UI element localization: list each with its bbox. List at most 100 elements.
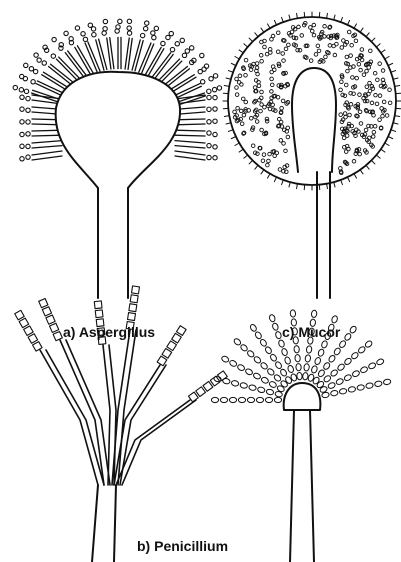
aspergillus-phialide — [32, 141, 62, 143]
radial-conidiophore-drawing — [211, 310, 391, 562]
mucor-spore — [244, 73, 248, 77]
penicillium-conidium — [19, 318, 29, 328]
aspergillus-conidium — [217, 86, 221, 90]
radial-spore — [266, 389, 274, 396]
mucor-spore — [351, 76, 355, 80]
caption-mucor: c) Mucor — [282, 324, 340, 340]
radial-spore — [330, 369, 339, 378]
penicillium-branch — [46, 350, 104, 485]
aspergillus-conidium — [175, 42, 179, 46]
penicillium-conidium — [129, 304, 137, 312]
mucor-spore — [374, 93, 378, 97]
mucor-edge-spine — [360, 28, 363, 32]
mucor-spore — [268, 152, 272, 156]
mucor-spore — [297, 25, 301, 29]
mucor-spore — [265, 52, 269, 56]
aspergillus-conidium — [20, 132, 24, 136]
mucor-columella — [292, 68, 336, 172]
aspergillus-phialide — [175, 135, 205, 136]
mucor-spore — [368, 81, 372, 85]
mucor-spore — [251, 144, 255, 148]
radial-spore — [266, 368, 275, 377]
radial-spore — [350, 351, 359, 360]
mucor-edge-spine — [239, 50, 243, 53]
mucor-spore — [354, 39, 358, 43]
aspergillus-conidium — [161, 41, 165, 45]
radial-spore — [317, 348, 325, 357]
mucor-edge-spine — [381, 50, 385, 53]
mucor-edge-spine — [371, 160, 375, 164]
radial-spore — [321, 340, 329, 349]
mucor-spore — [298, 48, 302, 52]
radial-spore — [357, 384, 365, 391]
mucor-spore — [349, 54, 353, 58]
aspergillus-conidium — [31, 80, 35, 84]
mucor-spore — [281, 99, 285, 103]
radial-spore — [383, 379, 391, 386]
mucor-edge-spine — [239, 149, 243, 152]
aspergillus-conidium — [24, 89, 28, 93]
mucor-spore — [373, 124, 377, 128]
aspergillus-phialide — [175, 156, 205, 160]
radial-spore — [344, 357, 353, 366]
radial-spore — [365, 382, 373, 389]
mucor-edge-spine — [391, 71, 396, 73]
penicillium-branch — [40, 350, 98, 485]
mucor-spore — [237, 81, 241, 85]
mucor-spore — [276, 31, 280, 35]
aspergillus-conidium — [185, 49, 189, 53]
penicillium-conidium — [167, 341, 177, 351]
radial-spore — [253, 372, 262, 380]
mucor-edge-spine — [381, 149, 385, 152]
radial-spore — [281, 348, 288, 357]
penicillium-conidium — [176, 326, 186, 336]
mucor-spore — [368, 49, 372, 53]
aspergillus-conidium — [207, 131, 211, 135]
mucor-edge-spine — [261, 28, 264, 32]
mucor-edge-spine — [354, 24, 357, 28]
radial-spore — [257, 386, 265, 393]
penicillium-conidium — [53, 331, 62, 340]
mucor-spore — [270, 83, 274, 87]
mucor-edge-spine — [228, 71, 233, 73]
mucor-spore — [240, 83, 244, 87]
radial-spore — [374, 380, 382, 387]
radial-spore — [229, 359, 238, 367]
mucor-edge-spine — [391, 130, 396, 132]
radial-spore — [273, 374, 282, 383]
radial-spore — [275, 331, 282, 340]
mucor-spore — [273, 154, 277, 158]
mucor-spore — [281, 52, 285, 56]
mucor-drawing — [223, 12, 401, 298]
aspergillus-phialide — [175, 124, 205, 125]
radial-spore — [322, 362, 330, 371]
mucor-spore — [309, 26, 313, 30]
mucor-edge-spine — [334, 15, 335, 20]
mucor-spore — [378, 118, 382, 122]
aspergillus-conidium — [209, 77, 213, 81]
radial-spore — [229, 397, 236, 402]
mucor-spore — [358, 152, 362, 156]
radial-spore — [294, 345, 300, 353]
mucor-spore — [364, 128, 368, 132]
mucor-spore — [259, 53, 263, 57]
aspergillus-conidium — [154, 26, 158, 30]
radial-spore — [287, 365, 294, 374]
mucor-edge-spine — [376, 44, 380, 47]
caption-aspergillus: a) Aspergillus — [63, 324, 155, 340]
penicillium-conidium — [39, 298, 48, 307]
aspergillus-conidium — [127, 31, 131, 35]
mucor-spore — [340, 80, 344, 84]
mucor-spore — [371, 135, 375, 139]
mucor-spore — [344, 150, 348, 154]
radial-spore — [339, 388, 347, 395]
aspergillus-conidium — [26, 96, 30, 100]
aspergillus-conidium — [207, 107, 211, 111]
aspergillus-conidium — [200, 80, 204, 84]
mucor-edge-spine — [366, 165, 369, 169]
mucor-spore — [260, 59, 264, 63]
mucor-spore — [358, 110, 362, 114]
mucor-spore — [300, 34, 304, 38]
mucor-spore — [376, 78, 380, 82]
